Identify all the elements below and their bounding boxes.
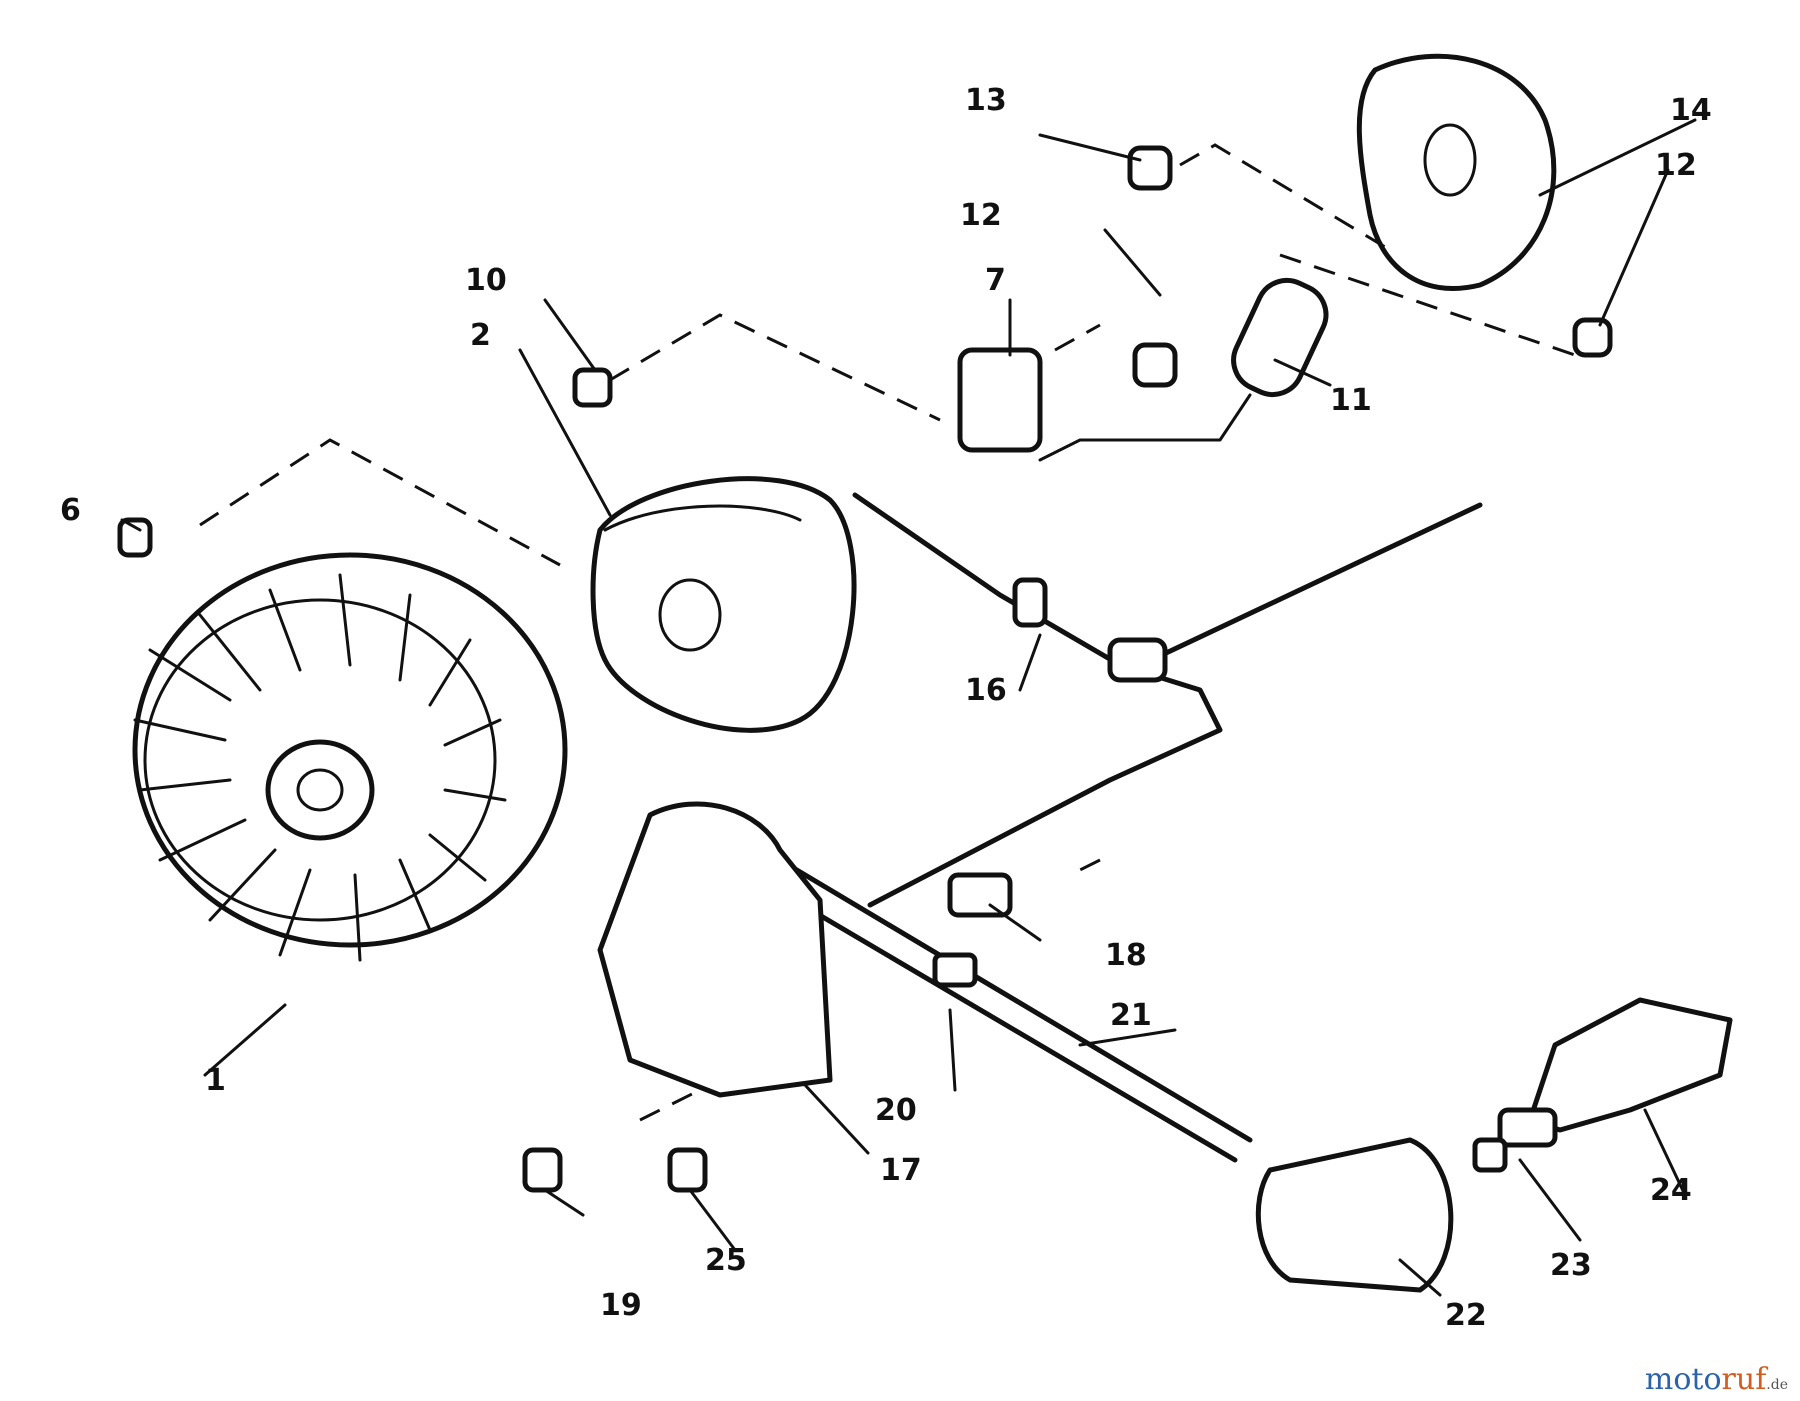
label-part-1: 1 bbox=[205, 1063, 226, 1098]
ignition-cable bbox=[852, 492, 1483, 908]
part-labels: 1 2 6 7 10 11 12 12 13 14 16 17 18 19 20… bbox=[60, 83, 1712, 1333]
spark-plug-cap bbox=[1255, 1137, 1454, 1293]
label-part-20: 20 bbox=[875, 1093, 917, 1128]
shaft bbox=[757, 857, 1253, 1163]
label-part-14: 14 bbox=[1670, 93, 1712, 128]
label-part-17: 17 bbox=[880, 1153, 922, 1188]
label-part-19: 19 bbox=[600, 1288, 642, 1323]
watermark-logo: motoruf.de bbox=[1644, 1362, 1788, 1397]
label-part-23: 23 bbox=[1550, 1248, 1592, 1283]
label-part-18: 18 bbox=[1105, 938, 1147, 973]
label-part-24: 24 bbox=[1650, 1173, 1692, 1208]
spark-plug bbox=[1497, 997, 1733, 1148]
label-part-2: 2 bbox=[470, 318, 491, 353]
label-part-11: 11 bbox=[1330, 383, 1372, 418]
coil-housing bbox=[597, 801, 833, 1098]
ignition-coil bbox=[590, 476, 857, 733]
label-part-16: 16 bbox=[965, 673, 1007, 708]
label-part-7: 7 bbox=[985, 263, 1006, 298]
flywheel bbox=[132, 552, 568, 962]
label-part-12-upper: 12 bbox=[960, 198, 1002, 233]
label-part-10: 10 bbox=[465, 263, 507, 298]
condenser bbox=[1038, 277, 1329, 462]
label-part-6: 6 bbox=[60, 493, 81, 528]
label-part-12-right: 12 bbox=[1655, 148, 1697, 183]
label-part-13: 13 bbox=[965, 83, 1007, 118]
label-part-25: 25 bbox=[705, 1243, 747, 1278]
breaker-plate bbox=[1356, 53, 1557, 291]
hardware bbox=[117, 145, 1613, 1193]
assembly-lines bbox=[199, 143, 1576, 1122]
label-part-22: 22 bbox=[1445, 1298, 1487, 1333]
label-part-21: 21 bbox=[1110, 998, 1152, 1033]
leader-lines bbox=[120, 118, 1697, 1297]
